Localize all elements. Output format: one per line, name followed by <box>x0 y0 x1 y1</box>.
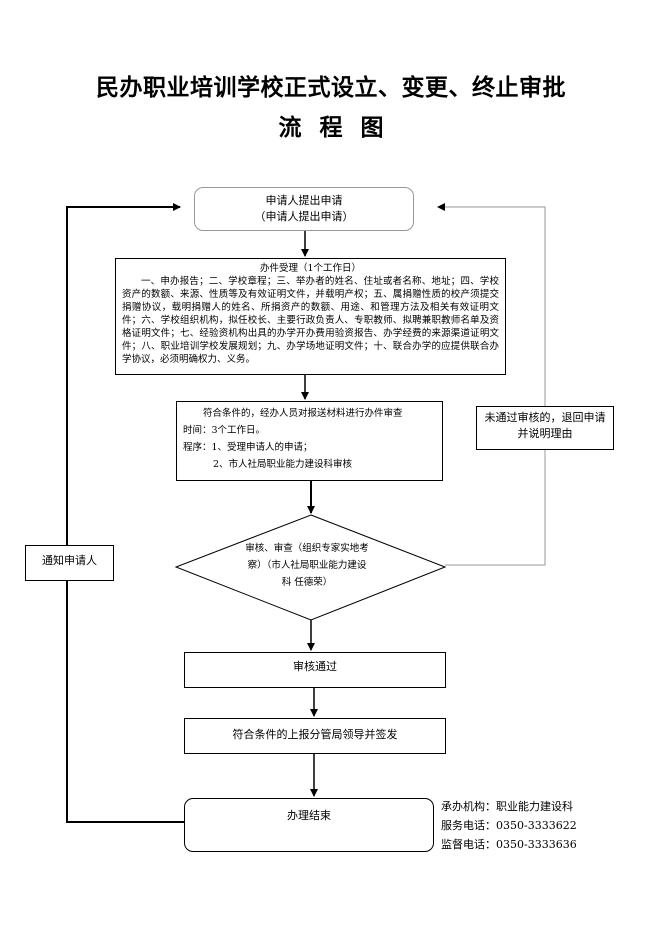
notify-label: 通知申请人 <box>42 554 97 567</box>
info-supervise-phone: 监督电话：0350-3333636 <box>441 838 577 851</box>
review-line1: 符合条件的，经办人员对报送材料进行办件审查 <box>203 408 403 419</box>
decision-line2: 察）（市人社局职业能力建设 <box>247 560 367 571</box>
pass-label: 审核通过 <box>293 660 337 673</box>
decision-line3: 科 任德荣） <box>281 577 333 588</box>
reject-line2: 并说明理由 <box>517 427 573 440</box>
reject-line1: 未通过审核的，退回申请 <box>484 411 606 424</box>
applicant-line1: 申请人提出申请 <box>265 194 343 207</box>
sign-label: 符合条件的上报分管局领导并签发 <box>232 728 398 741</box>
arrow-reject-loop <box>437 203 546 566</box>
review-line4: 2、市人社局职业能力建设科审核 <box>213 459 353 470</box>
decision-line1: 审核、审查（组织专家实地考 <box>245 543 369 554</box>
contact-info: 承办机构：职业能力建设科 服务电话：0350-3333622 监督电话：0350… <box>441 797 577 854</box>
review-node: 符合条件的，经办人员对报送材料进行办件审查 时间：3个工作日。 程序：1、受理申… <box>176 401 443 481</box>
accept-body: 一、申办报告；二、学校章程；三、举办者的姓名、住址或者名称、地址；四、学校资产的… <box>122 276 499 365</box>
accept-head: 办件受理（1个工作日） <box>259 263 362 274</box>
accept-node: 办件受理（1个工作日） 一、申办报告；二、学校章程；三、举办者的姓名、住址或者名… <box>115 258 506 375</box>
info-service-phone: 服务电话：0350-3333622 <box>441 819 577 832</box>
page-subtitle: 流程图 <box>278 115 402 141</box>
pass-node: 审核通过 <box>184 652 446 688</box>
decision-text: 审核、审查（组织专家实地考 察）（市人社局职业能力建设 科 任德荣） <box>232 540 382 591</box>
page-title: 民办职业培训学校正式设立、变更、终止审批 <box>96 75 566 101</box>
review-line3: 程序：1、受理申请人的申请； <box>183 442 313 453</box>
review-line2: 时间：3个工作日。 <box>183 425 266 436</box>
info-org: 承办机构：职业能力建设科 <box>441 800 573 813</box>
done-label: 办理结束 <box>287 809 331 822</box>
sign-node: 符合条件的上报分管局领导并签发 <box>184 718 446 754</box>
applicant-submit-node: 申请人提出申请 （申请人提出申请） <box>194 187 414 231</box>
done-node: 办理结束 <box>184 798 434 852</box>
reject-node: 未通过审核的，退回申请 并说明理由 <box>476 406 614 450</box>
notify-applicant-node: 通知申请人 <box>25 545 114 581</box>
applicant-line2: （申请人提出申请） <box>254 210 354 223</box>
arrow-notify-loop <box>66 203 184 823</box>
